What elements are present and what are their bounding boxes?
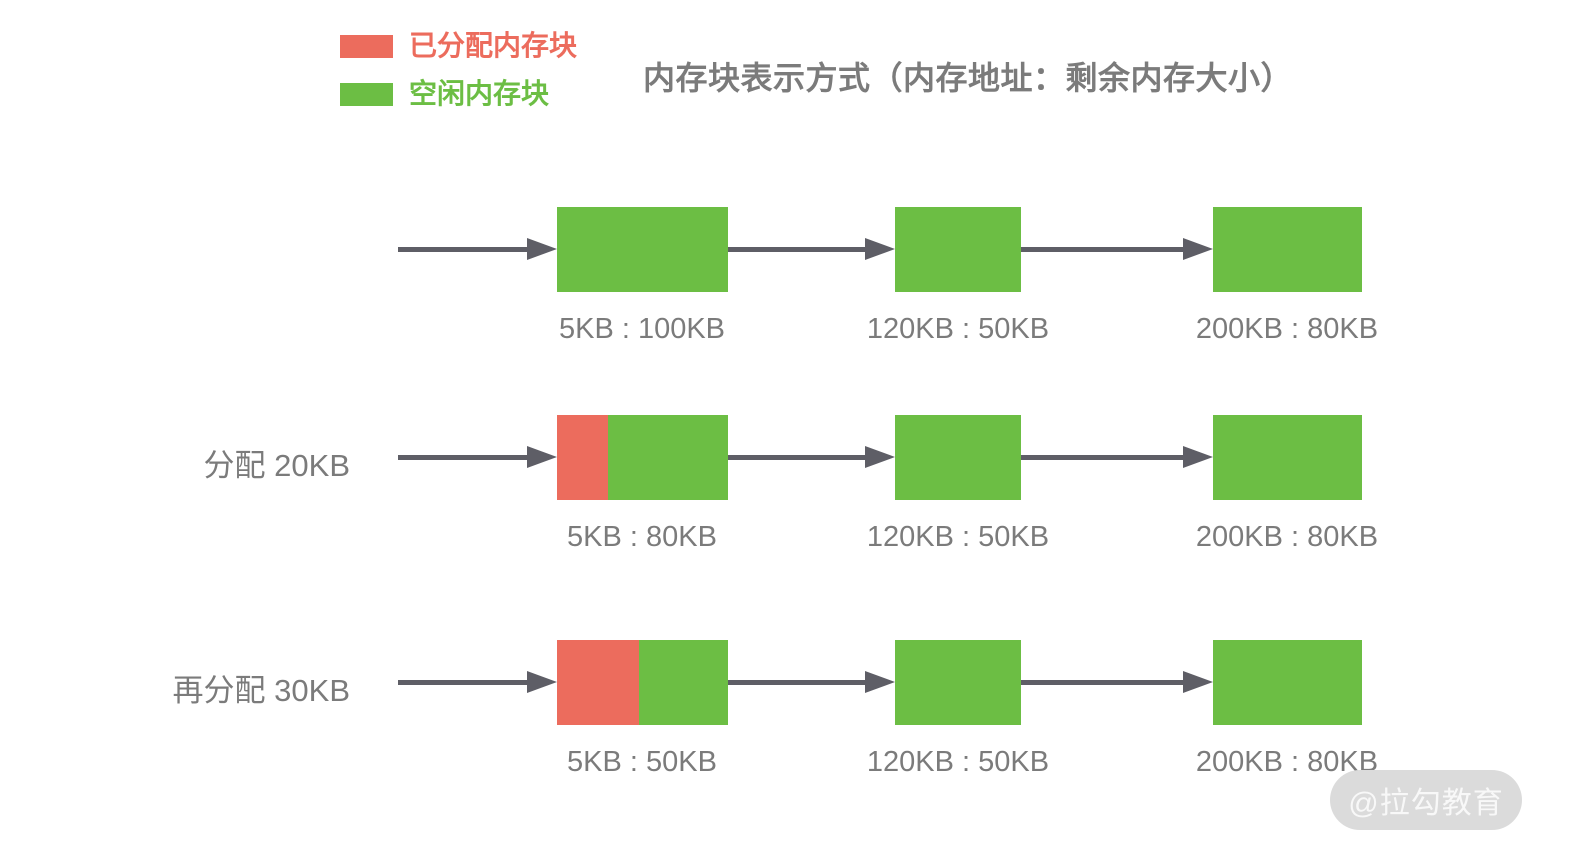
head-arrow-icon	[398, 238, 557, 260]
head-arrow-icon	[398, 671, 557, 693]
node-address-label: 5KB : 100KB	[558, 313, 726, 345]
next-arrow-icon	[1021, 671, 1213, 693]
node-address-label: 120KB : 50KB	[866, 313, 1050, 345]
next-arrow-icon	[728, 671, 895, 693]
node-address-label: 5KB : 80KB	[567, 521, 717, 553]
memory-block-node	[557, 640, 728, 725]
memory-block-node	[1213, 207, 1362, 292]
legend-item-allocated: 已分配内存块	[340, 32, 577, 60]
free-segment	[895, 207, 1021, 292]
diagram-title: 内存块表示方式（内存地址：剩余内存大小）	[643, 60, 1294, 96]
next-arrow-icon	[728, 446, 895, 468]
free-segment	[895, 640, 1021, 725]
free-segment	[895, 415, 1021, 500]
free-swatch-icon	[340, 82, 393, 106]
legend-free-label: 空闲内存块	[409, 78, 550, 109]
free-segment	[639, 640, 728, 725]
head-arrow-icon	[398, 446, 557, 468]
memory-block-node	[1213, 640, 1362, 725]
allocated-segment	[557, 415, 609, 500]
memory-block-node	[557, 415, 728, 500]
free-segment	[1213, 415, 1362, 500]
memory-block-node	[895, 207, 1021, 292]
free-segment	[1213, 640, 1362, 725]
node-address-label: 200KB : 80KB	[1195, 313, 1379, 345]
allocated-segment	[557, 640, 640, 725]
watermark-badge: @拉勾教育	[1330, 770, 1522, 830]
next-arrow-icon	[1021, 446, 1213, 468]
row-operation-label: 再分配 30KB	[172, 673, 350, 708]
legend: 已分配内存块 空闲内存块	[340, 32, 577, 108]
free-segment	[608, 415, 728, 500]
memory-block-node	[895, 415, 1021, 500]
allocated-swatch-icon	[340, 34, 393, 58]
memory-block-node	[557, 207, 728, 292]
legend-allocated-label: 已分配内存块	[409, 30, 578, 61]
legend-item-free: 空闲内存块	[340, 80, 577, 108]
node-address-label: 120KB : 50KB	[866, 746, 1050, 778]
next-arrow-icon	[1021, 238, 1213, 260]
memory-block-node	[1213, 415, 1362, 500]
next-arrow-icon	[728, 238, 895, 260]
free-segment	[557, 207, 728, 292]
node-address-label: 120KB : 50KB	[866, 521, 1050, 553]
row-operation-label: 分配 20KB	[203, 448, 350, 483]
free-segment	[1213, 207, 1362, 292]
node-address-label: 5KB : 50KB	[567, 746, 717, 778]
node-address-label: 200KB : 80KB	[1195, 521, 1379, 553]
memory-block-node	[895, 640, 1021, 725]
